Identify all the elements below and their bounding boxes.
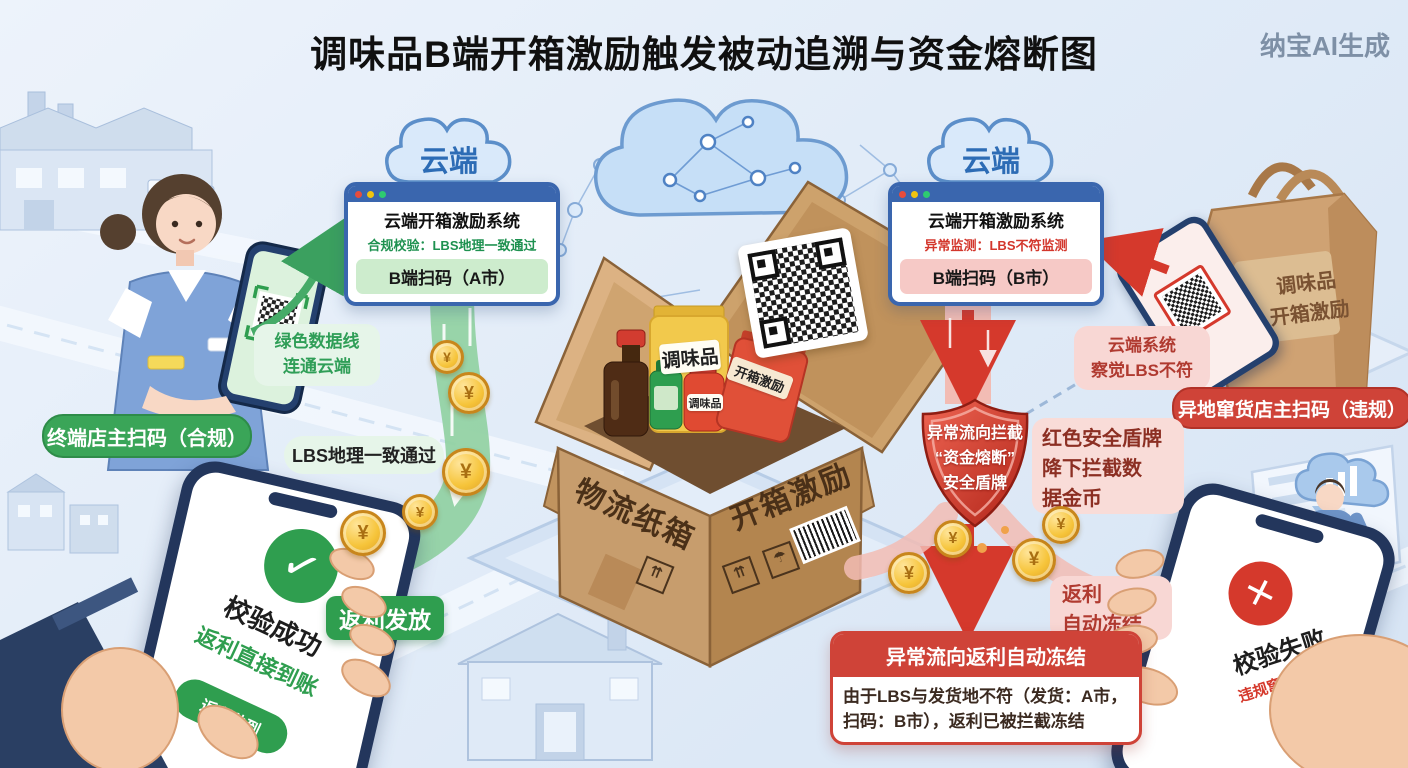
right-panel-status: 异常监测：LBS不符监测 [924,238,1068,253]
watermark: 纳宝AI生成 [1259,31,1390,61]
window-minimize-icon [911,190,918,198]
coin-icon: ¥ [448,372,490,414]
cloud-left: 云端 [378,106,520,192]
coin-icon: ¥ [442,448,490,496]
offsite-scan-pill: 异地窜货店主扫码（违规） [1172,387,1408,429]
window-minimize-icon [367,190,374,198]
cloud-right: 云端 [920,106,1062,192]
buildings-illustration [6,473,119,554]
coin-icon: ¥ [1042,506,1080,544]
coin-swoosh-left [844,502,958,580]
left-panel-scan-chip: B端扫码（A市） [356,259,548,294]
cloud-icon [927,117,1054,184]
central-cloud-icon [594,98,849,217]
left-hands-illustration [0,547,395,768]
right-hand-illustration [1106,549,1408,768]
left-panel-title: 云端开箱激励系统 [384,212,520,231]
window-close-icon [355,190,362,198]
coin-icon: ¥ [402,494,438,530]
cloud-detect-note: 云端系统 察觉LBS不符 [1074,326,1210,390]
window-maximize-icon [923,190,930,198]
cloud-right-label: 云端 [961,146,1020,178]
shield-note: 红色安全盾牌 降下拦截数 据金币 [1032,418,1184,514]
page-title: 调味品B端开箱激励触发被动追溯与资金熔断图 [310,34,1098,75]
cloud-left-label: 云端 [419,146,478,178]
coin-icon: ¥ [934,520,972,558]
freeze-panel-title: 异常流向返利自动冻结 [833,634,1139,677]
coin-icon: ¥ [888,552,930,594]
terminal-scan-pill: 终端店主扫码（合规） [42,414,252,458]
left-cloud-panel: 云端开箱激励系统 合规校验：LBS地理一致通过 B端扫码（A市） [344,182,560,306]
right-panel-title: 云端开箱激励系统 [928,212,1064,231]
detect-dashed-line [1025,356,1121,416]
lbs-pass-note: LBS地理一致通过 [284,436,444,474]
green-dataline-arrow [250,216,348,336]
product-soy-bottle [603,329,649,437]
freeze-panel: 异常流向返利自动冻结 由于LBS与发货地不符（发货：A市，扫码：B市），返利已被… [830,631,1142,746]
right-panel-scan-chip: B端扫码（B市） [900,259,1092,294]
freeze-panel-body: 由于LBS与发货地不符（发货：A市，扫码：B市），返利已被拦截冻结 [843,687,1128,731]
coin-icon: ¥ [1012,538,1056,582]
window-titlebar [348,186,556,202]
left-panel-status: 合规校验：LBS地理一致通过 [367,238,537,253]
security-shield: 异常流向拦截 “资金熔断” 安全盾牌 [914,396,1036,530]
right-cloud-panel: 云端开箱激励系统 异常监测：LBS不符监测 B端扫码（B市） [888,182,1104,306]
window-close-icon [899,190,906,198]
coin-icon: ¥ [340,510,386,556]
warehouse-illustration [457,612,663,761]
cloud-icon [385,117,512,184]
green-dataline-note: 绿色数据线 连通云端 [254,324,380,386]
red-report-arrow [1084,228,1170,297]
bottle-red-label: 调味品 [687,394,723,411]
coin-icon: ¥ [430,340,464,374]
shield-label: 异常流向拦截 “资金熔断” 安全盾牌 [926,425,1023,492]
window-titlebar [892,186,1100,202]
window-maximize-icon [379,190,386,198]
